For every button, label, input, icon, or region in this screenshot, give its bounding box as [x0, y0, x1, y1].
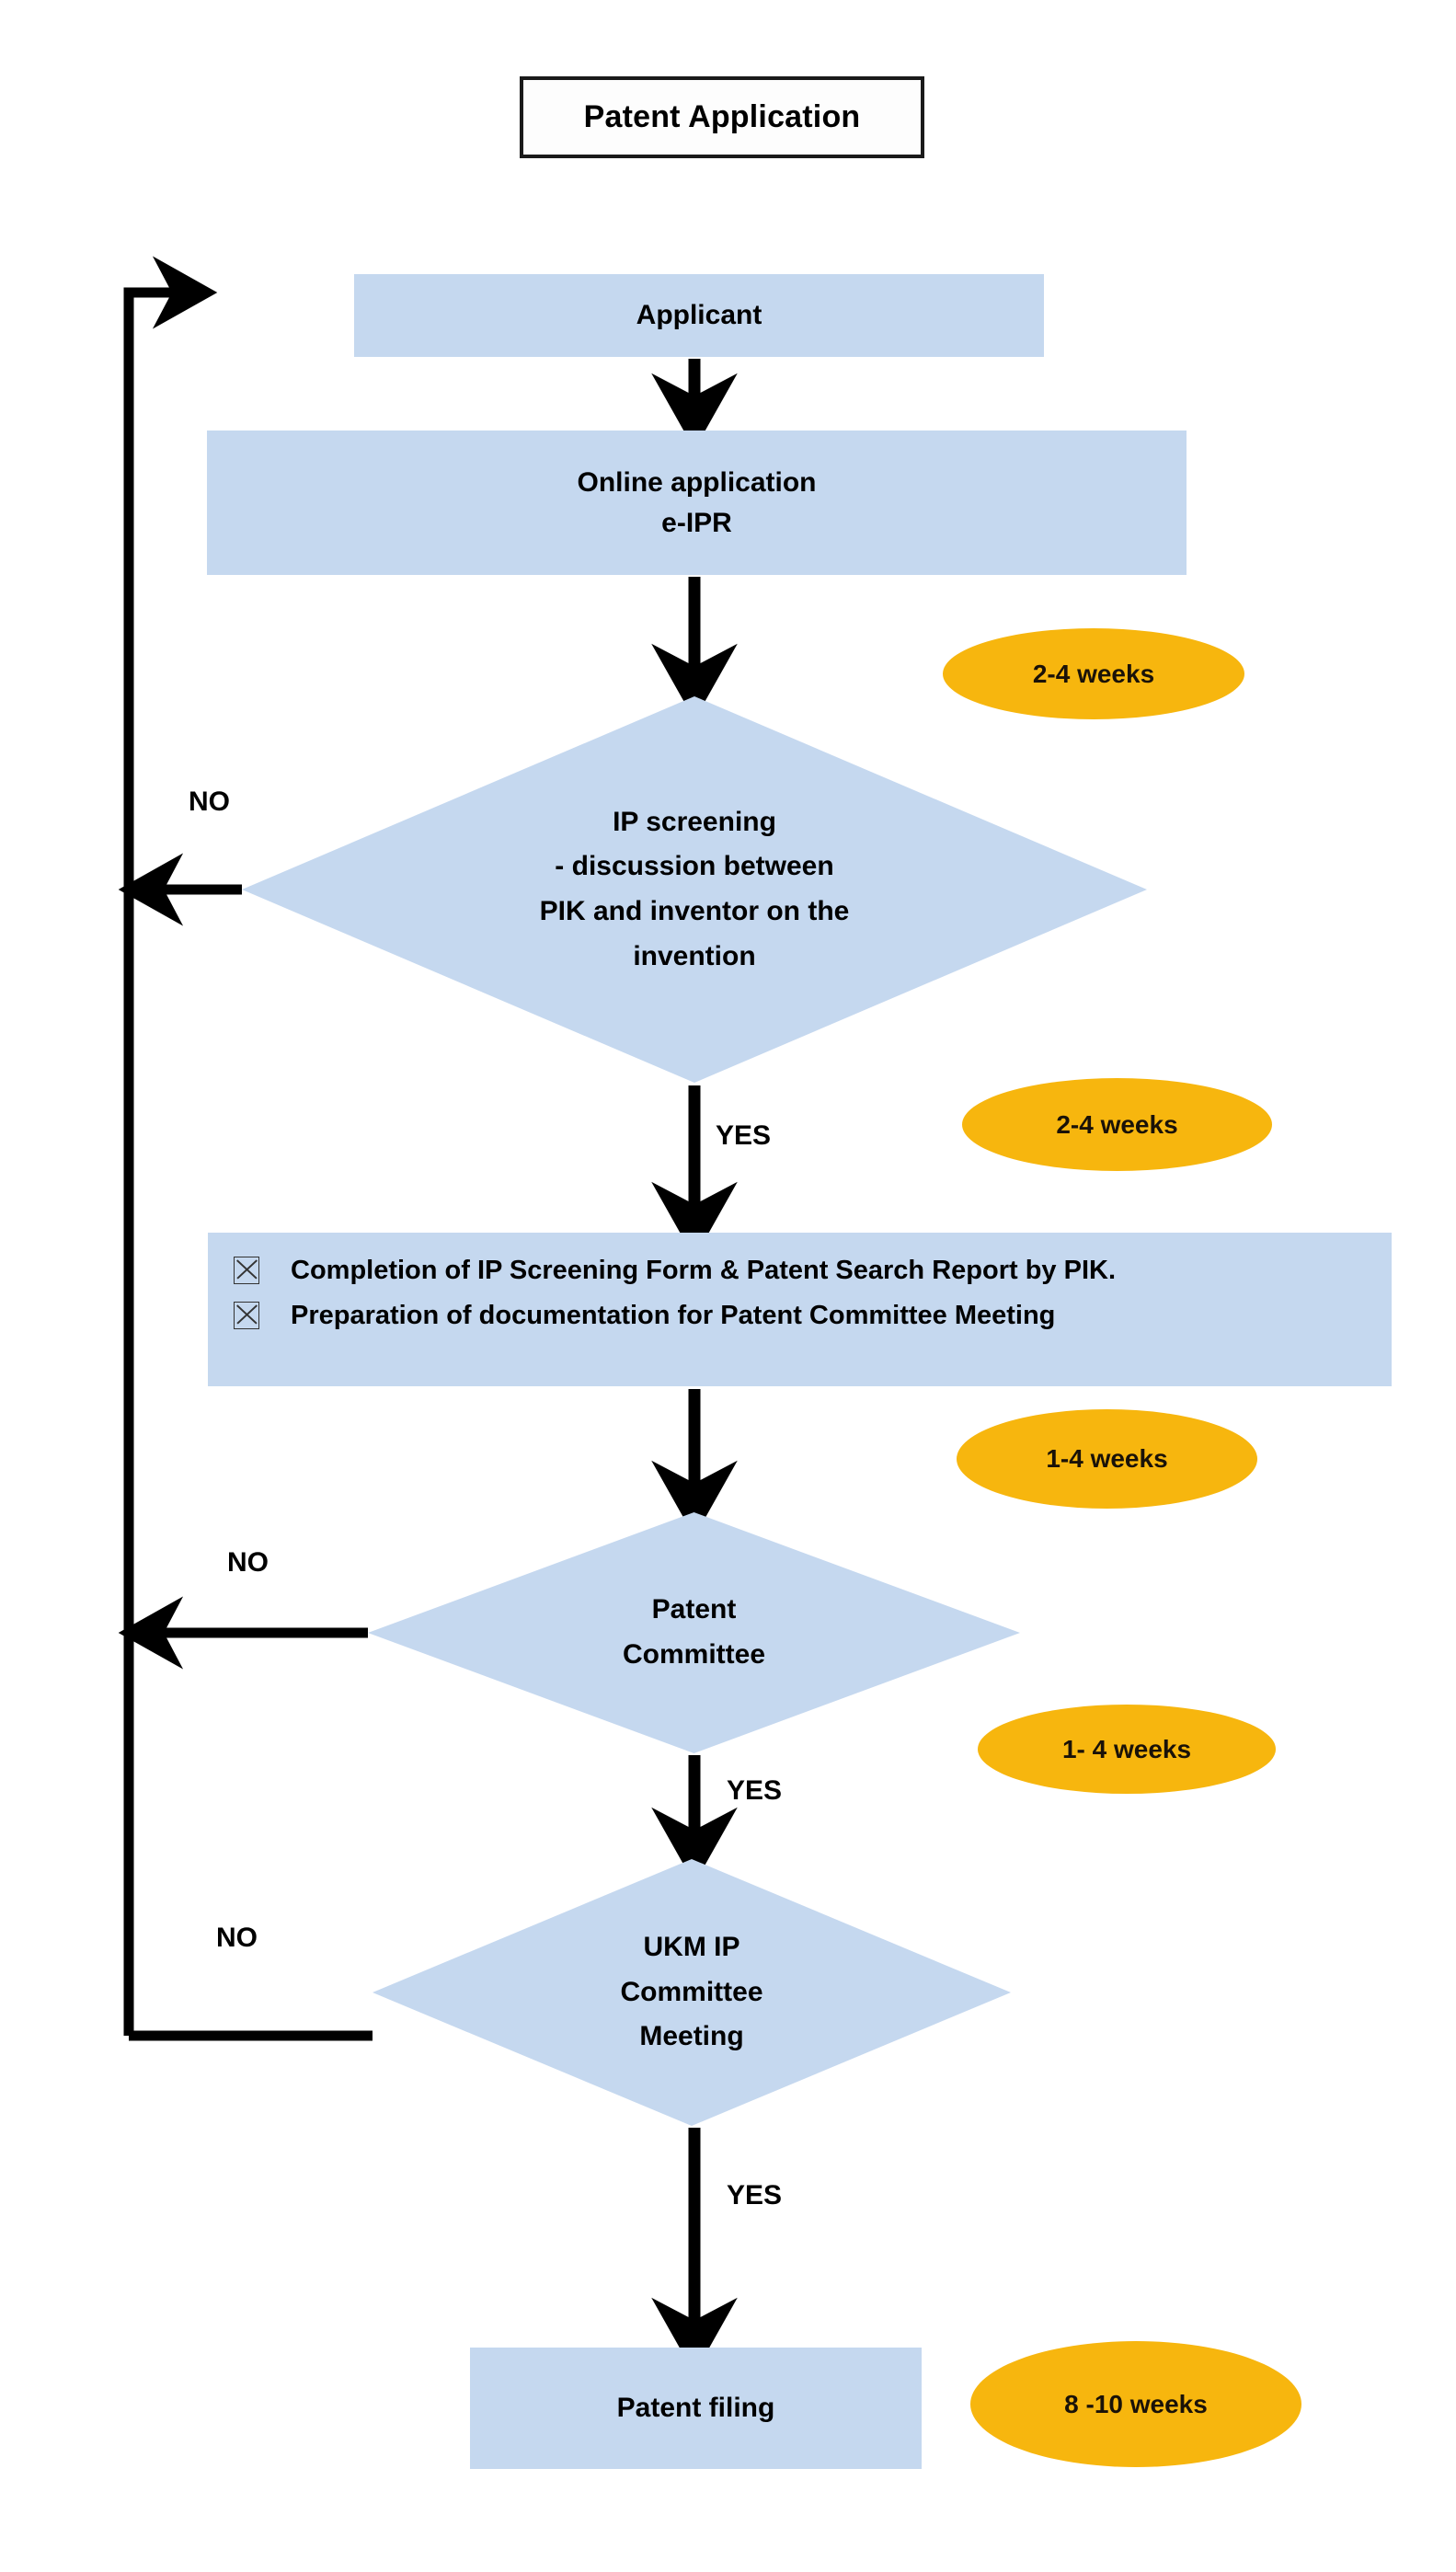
duration-badge-patent-committee-text: 1- 4 weeks — [1061, 1734, 1192, 1763]
checklist-item: Completion of IP Screening Form & Patent… — [234, 1253, 1392, 1289]
duration-badge-checklist-text: 1-4 weeks — [1046, 1444, 1168, 1473]
node-patent-filing[interactable]: Patent filing — [470, 2348, 922, 2469]
node-patent-committee[interactable]: Patent Committee — [368, 1512, 1020, 1753]
checkbox-glyph-icon — [234, 1302, 259, 1330]
node-applicant[interactable]: Applicant — [354, 274, 1044, 357]
checklist-item-text: Completion of IP Screening Form & Patent… — [291, 1256, 1117, 1285]
node-ip-screening[interactable]: IP screening - discussion between PIK an… — [242, 696, 1147, 1083]
edge-label-no-ukm: NO — [216, 1923, 258, 1953]
node-patent-filing-label: Patent filing — [616, 2393, 775, 2424]
node-applicant-label: Applicant — [636, 300, 762, 331]
edge-label-no-screening: NO — [189, 787, 230, 817]
duration-badge-screening: 2-4 weeks — [943, 628, 1244, 719]
edge-label-yes-screening: YES — [716, 1120, 772, 1151]
checklist-item-text: Preparation of documentation for Patent … — [291, 1301, 1056, 1331]
node-ip-screening-label: IP screening - discussion between PIK an… — [539, 806, 850, 971]
edge-label-yes-ukm: YES — [727, 2180, 783, 2210]
node-online-application-label: Online application e-IPR — [577, 467, 817, 538]
diagram-title-text: Patent Application — [583, 99, 861, 134]
node-online-application[interactable]: Online application e-IPR — [207, 431, 1187, 575]
node-checklist[interactable]: Completion of IP Screening Form & Patent… — [208, 1233, 1392, 1386]
edge-label-no-patent-committee: NO — [227, 1547, 269, 1578]
edge-feedback-spine — [123, 256, 218, 2036]
checklist-item: Preparation of documentation for Patent … — [234, 1298, 1392, 1334]
edge-label-yes-patent-committee: YES — [727, 1775, 783, 1806]
duration-badge-after-screening-text: 2-4 weeks — [1056, 1109, 1178, 1139]
node-ukm-ip-committee-label: UKM IP Committee Meeting — [620, 1932, 763, 2052]
node-ukm-ip-committee[interactable]: UKM IP Committee Meeting — [373, 1859, 1011, 2126]
node-patent-committee-label: Patent Committee — [622, 1594, 766, 1670]
checkbox-glyph-icon — [234, 1257, 259, 1284]
duration-badge-filing-text: 8 -10 weeks — [1064, 2389, 1208, 2418]
diagram-title: Patent Application — [520, 76, 924, 158]
duration-badge-screening-text: 2-4 weeks — [1032, 659, 1155, 688]
duration-badge-after-screening: 2-4 weeks — [962, 1078, 1272, 1171]
duration-badge-patent-committee: 1- 4 weeks — [978, 1705, 1276, 1794]
duration-badge-filing: 8 -10 weeks — [970, 2341, 1301, 2467]
duration-badge-checklist: 1-4 weeks — [957, 1409, 1257, 1509]
